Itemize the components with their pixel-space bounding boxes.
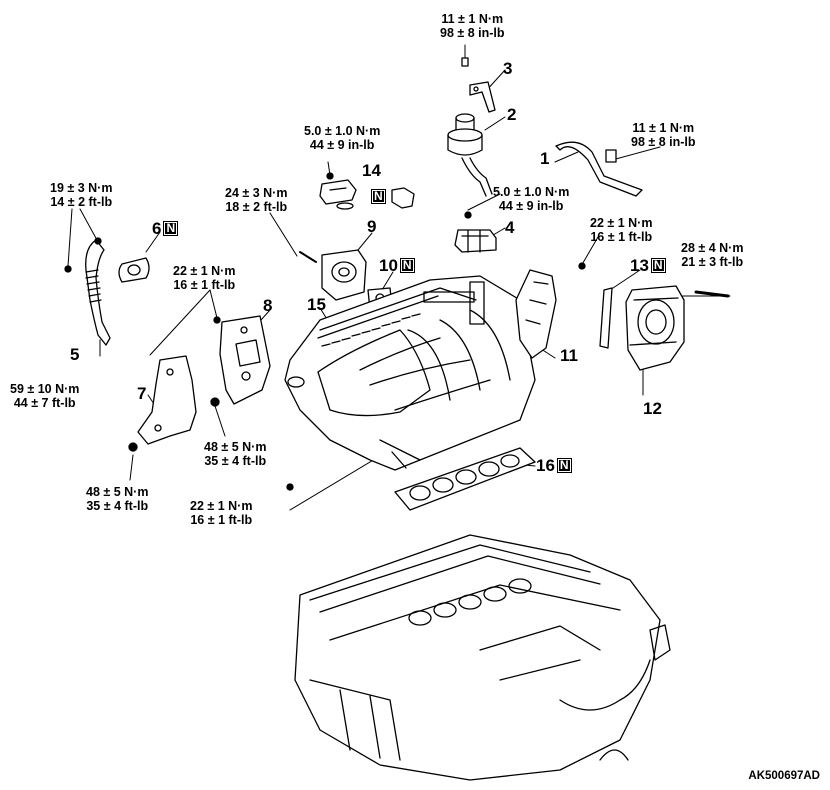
torque-value-imperial: 14 ± 2 ft-lb bbox=[50, 195, 113, 209]
gasket-part16 bbox=[286, 447, 536, 511]
bracket-part3 bbox=[469, 81, 496, 113]
bracket-part11 bbox=[515, 262, 586, 359]
torque-label-part9-bolt: 24 ± 3 N·m 18 ± 2 ft-lb bbox=[225, 186, 287, 214]
torque-value-imperial: 44 ± 7 ft-lb bbox=[13, 396, 76, 410]
torque-value-nm: 11 ± 1 N·m bbox=[441, 12, 504, 26]
torque-label-part1-bolt: 11 ± 1 N·m 98 ± 8 in-lb bbox=[631, 121, 696, 149]
new-part-mark: N bbox=[371, 189, 386, 204]
torque-value-nm: 22 ± 1 N·m bbox=[190, 499, 253, 513]
torque-label-part12-bolt: 28 ± 4 N·m 21 ± 3 ft-lb bbox=[681, 241, 743, 269]
bolt-top bbox=[461, 57, 469, 67]
torque-label-part15-bolt: 48 ± 5 N·m 35 ± 4 ft-lb bbox=[204, 440, 266, 468]
part-number-15: 15 bbox=[307, 295, 326, 314]
part-number-value: 10 bbox=[379, 256, 398, 275]
torque-label-part8-bolts: 22 ± 1 N·m 16 ± 1 ft-lb bbox=[173, 264, 235, 292]
part-number-12: 12 bbox=[643, 399, 662, 418]
torque-label-part4-screw: 5.0 ± 1.0 N·m 44 ± 9 in-lb bbox=[493, 185, 569, 213]
torque-value-imperial: 44 ± 9 in-lb bbox=[309, 138, 375, 152]
part-number-value: 16 bbox=[536, 456, 555, 475]
bracket-part8 bbox=[213, 315, 271, 405]
torque-value-nm: 11 ± 1 N·m bbox=[632, 121, 695, 135]
torque-value-imperial: 35 ± 4 ft-lb bbox=[204, 454, 267, 468]
torque-label-part3-bolt: 11 ± 1 N·m 98 ± 8 in-lb bbox=[440, 12, 505, 40]
new-part-mark: N bbox=[399, 258, 415, 273]
part-14-new-mark: N bbox=[369, 188, 386, 206]
valve-part9 bbox=[299, 249, 367, 301]
hose-part5 bbox=[64, 237, 111, 346]
torque-value-nm: 5.0 ± 1.0 N·m bbox=[304, 124, 381, 138]
part-number-3: 3 bbox=[503, 59, 513, 78]
torque-label-part14-screw: 5.0 ± 1.0 N·m 44 ± 9 in-lb bbox=[304, 124, 380, 152]
part-number-5: 5 bbox=[70, 345, 80, 364]
torque-value-imperial: 44 ± 9 in-lb bbox=[498, 199, 564, 213]
gasket-part13 bbox=[599, 287, 613, 349]
torque-value-nm: 5.0 ± 1.0 N·m bbox=[493, 185, 570, 199]
part-number-8: 8 bbox=[263, 296, 273, 315]
part-number-2: 2 bbox=[507, 105, 517, 124]
torque-value-nm: 22 ± 1 N·m bbox=[173, 264, 236, 278]
torque-value-imperial: 16 ± 1 ft-lb bbox=[173, 278, 236, 292]
torque-value-nm: 19 ± 3 N·m bbox=[50, 181, 113, 195]
part-number-value: 13 bbox=[630, 256, 649, 275]
torque-value-imperial: 21 ± 3 ft-lb bbox=[681, 255, 744, 269]
torque-label-part5-fitting: 59 ± 10 N·m 44 ± 7 ft-lb bbox=[10, 382, 79, 410]
torque-value-nm: 48 ± 5 N·m bbox=[86, 485, 149, 499]
torque-value-imperial: 98 ± 8 in-lb bbox=[631, 135, 696, 149]
torque-value-imperial: 18 ± 2 ft-lb bbox=[225, 200, 288, 214]
torque-value-imperial: 16 ± 1 ft-lb bbox=[590, 230, 653, 244]
torque-value-imperial: 16 ± 1 ft-lb bbox=[190, 513, 253, 527]
pipe-part1 bbox=[555, 141, 643, 197]
torque-value-nm: 24 ± 3 N·m bbox=[225, 186, 288, 200]
part-number-7: 7 bbox=[137, 384, 147, 403]
valve-part2 bbox=[447, 113, 493, 197]
torque-value-nm: 48 ± 5 N·m bbox=[204, 440, 267, 454]
torque-label-part11-bolt: 22 ± 1 N·m 16 ± 1 ft-lb bbox=[590, 216, 652, 244]
torque-value-imperial: 35 ± 4 ft-lb bbox=[86, 499, 149, 513]
part-number-11: 11 bbox=[560, 346, 578, 365]
figure-code: AK500697AD bbox=[748, 770, 820, 782]
torque-label-part5-bolts: 19 ± 3 N·m 14 ± 2 ft-lb bbox=[50, 181, 112, 209]
solenoid-part4 bbox=[454, 211, 497, 253]
new-part-mark: N bbox=[650, 258, 666, 273]
part-number-14: 14 bbox=[362, 161, 381, 180]
torque-label-part7-bolt: 48 ± 5 N·m 35 ± 4 ft-lb bbox=[86, 485, 148, 513]
intake-manifold-part15 bbox=[284, 275, 536, 471]
part-number-1: 1 bbox=[540, 149, 550, 168]
torque-value-nm: 22 ± 1 N·m bbox=[590, 216, 653, 230]
sensor-part14 bbox=[319, 172, 415, 210]
gasket-part6 bbox=[118, 257, 150, 283]
part-number-value: 6 bbox=[152, 219, 162, 238]
engine-block bbox=[294, 534, 671, 781]
torque-label-part16-bolt: 22 ± 1 N·m 16 ± 1 ft-lb bbox=[190, 499, 252, 527]
new-part-mark: N bbox=[163, 221, 179, 236]
torque-value-imperial: 98 ± 8 in-lb bbox=[440, 26, 505, 40]
throttle-body-part12 bbox=[625, 285, 730, 371]
new-part-mark: N bbox=[556, 458, 572, 473]
bracket-part7 bbox=[128, 355, 220, 452]
part-number-9: 9 bbox=[367, 217, 377, 236]
torque-value-nm: 59 ± 10 N·m bbox=[10, 382, 80, 396]
part-number-4: 4 bbox=[505, 218, 515, 237]
torque-value-nm: 28 ± 4 N·m bbox=[681, 241, 744, 255]
